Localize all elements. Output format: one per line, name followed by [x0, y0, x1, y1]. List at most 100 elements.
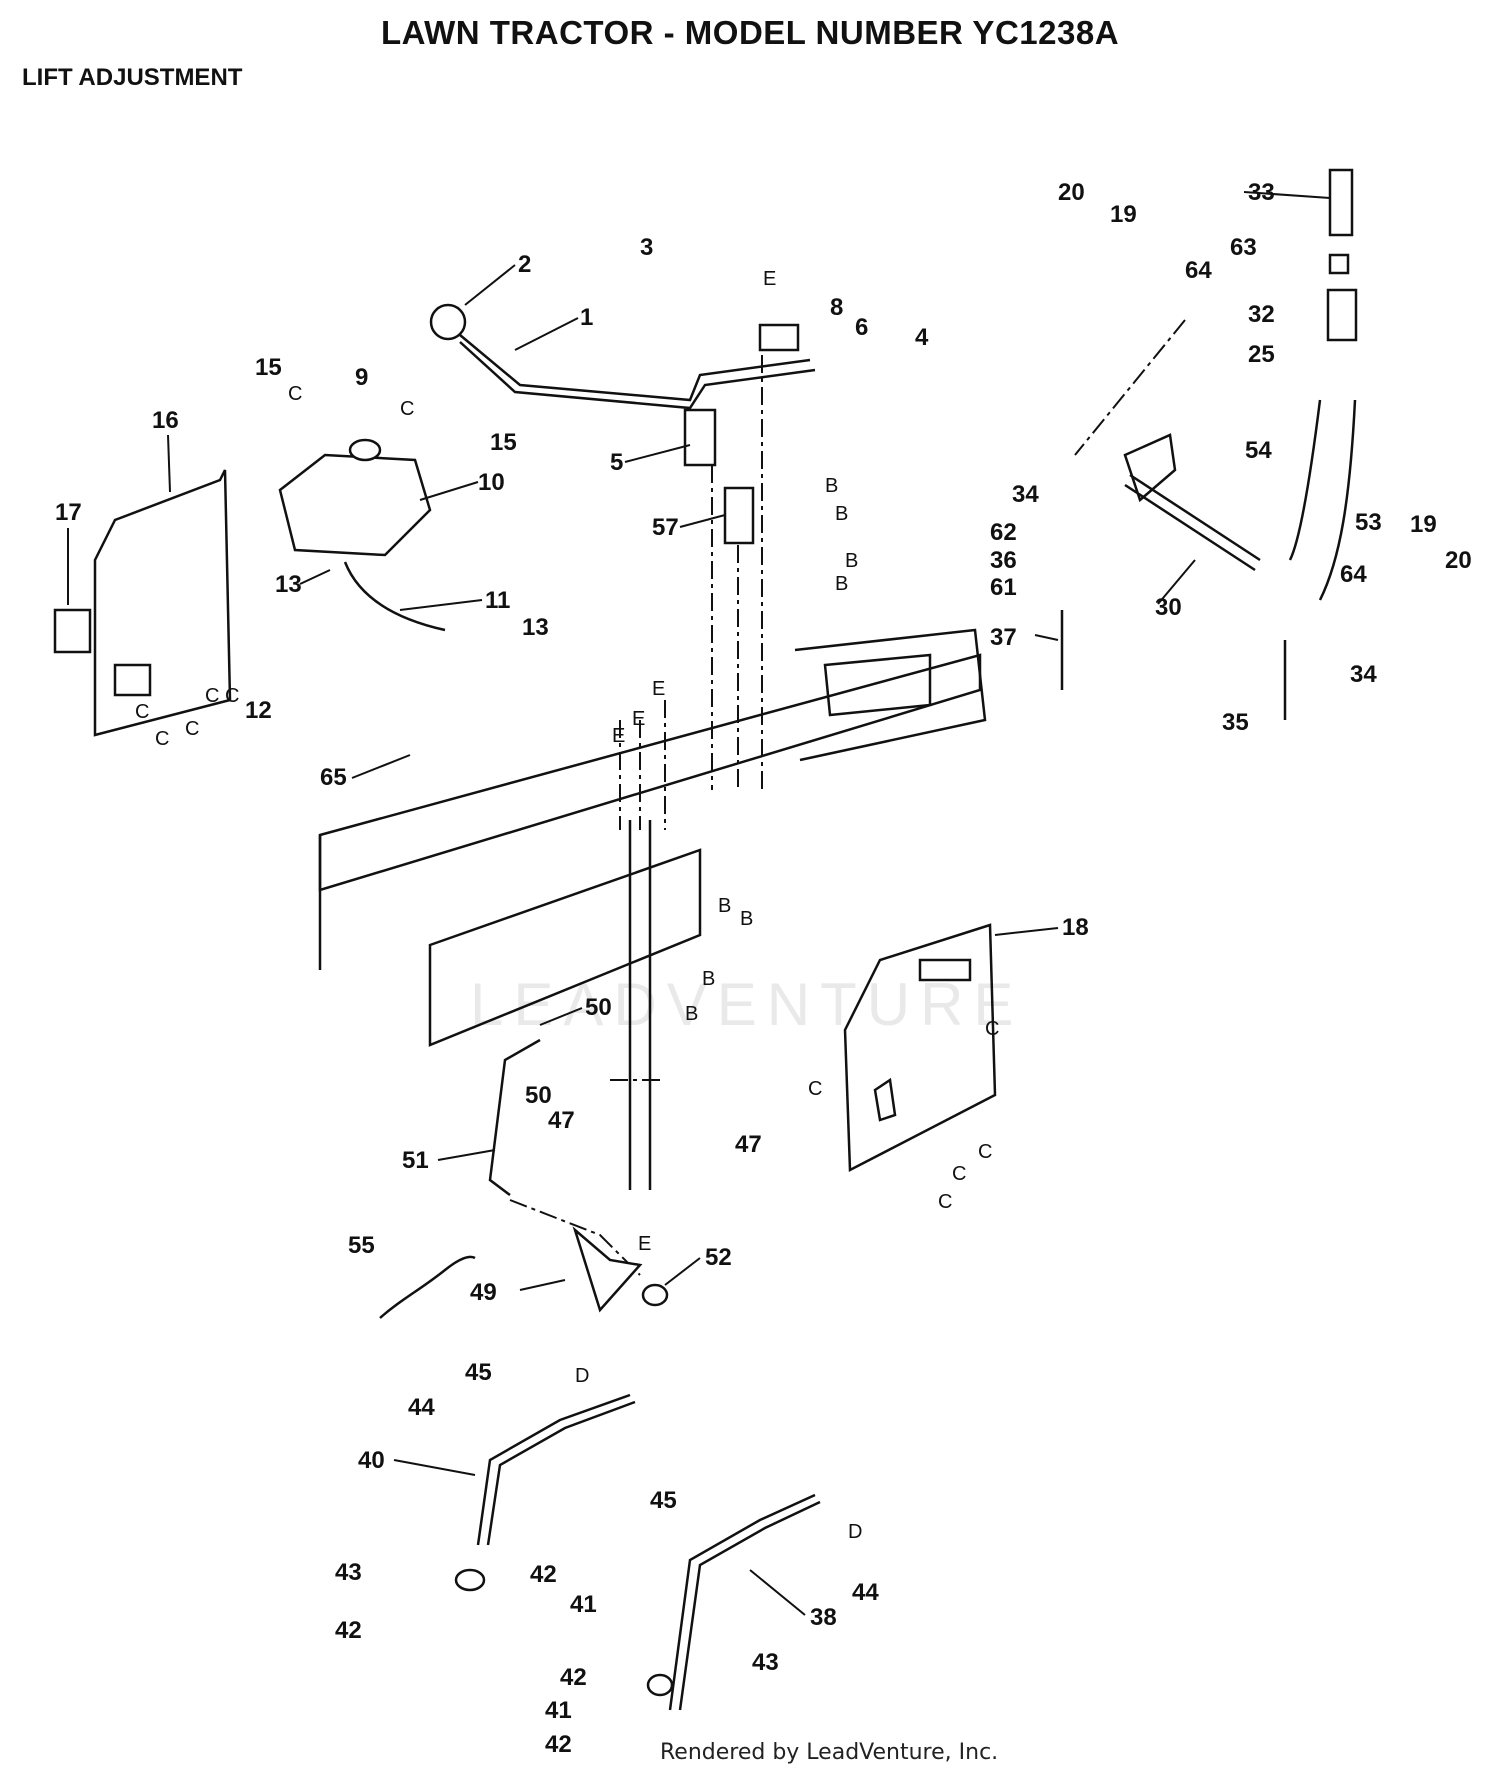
callout-37: 37	[990, 624, 1017, 651]
callout-40: 40	[358, 1447, 385, 1474]
ref-e-2: E	[632, 708, 645, 730]
reference-letters: E B B B B C C C C C C C E E E B B B B C …	[135, 268, 999, 1543]
ref-c-6: C	[205, 685, 219, 707]
callout-3: 3	[640, 234, 653, 261]
ref-e-1: E	[612, 725, 625, 747]
callout-50a: 50	[585, 994, 612, 1021]
lift-shaft-assembly	[1060, 168, 1358, 720]
callout-54: 54	[1245, 437, 1272, 464]
ref-c-8: C	[985, 1018, 999, 1040]
callout-20a: 20	[1058, 179, 1085, 206]
callout-34b: 34	[1350, 661, 1377, 688]
ref-b-8: B	[685, 1003, 698, 1025]
callout-12: 12	[245, 697, 272, 724]
left-side-panel	[53, 469, 232, 737]
callout-47b: 47	[735, 1131, 762, 1158]
callout-38: 38	[810, 1604, 837, 1631]
callout-45a: 45	[465, 1359, 492, 1386]
callout-52: 52	[705, 1244, 732, 1271]
callout-64b: 64	[1340, 561, 1367, 588]
ref-b-6: B	[740, 908, 753, 930]
callout-9: 9	[355, 364, 368, 391]
leader-lines	[67, 191, 1331, 1616]
callout-64a: 64	[1185, 257, 1212, 284]
callout-15a: 15	[255, 354, 282, 381]
callout-6: 6	[855, 314, 868, 341]
ref-e-top: E	[763, 268, 776, 290]
callout-42b: 42	[335, 1617, 362, 1644]
right-side-panel	[843, 923, 997, 1173]
ref-c-11: C	[952, 1163, 966, 1185]
callout-44b: 44	[852, 1579, 879, 1606]
callout-11: 11	[485, 587, 510, 614]
callout-63: 63	[1230, 234, 1257, 261]
callout-45b: 45	[650, 1487, 677, 1514]
callout-42c: 42	[560, 1664, 587, 1691]
ref-d-2: D	[848, 1521, 862, 1543]
callout-2: 2	[518, 251, 531, 278]
callout-15b: 15	[490, 429, 517, 456]
ref-c-4: C	[155, 728, 169, 750]
ref-c-2: C	[400, 398, 414, 420]
callout-1: 1	[580, 304, 593, 331]
callout-19b: 19	[1410, 511, 1437, 538]
callout-20b: 20	[1445, 547, 1472, 574]
ref-c-3: C	[135, 701, 149, 723]
callout-44a: 44	[408, 1394, 435, 1421]
callout-47a: 47	[548, 1107, 575, 1134]
callout-49: 49	[470, 1279, 497, 1306]
chassis-frame	[318, 628, 987, 1047]
ref-c-7: C	[225, 685, 239, 707]
callout-41b: 41	[545, 1697, 572, 1724]
callout-19a: 19	[1110, 201, 1137, 228]
ref-c-1: C	[288, 383, 302, 405]
callout-13a: 13	[275, 571, 302, 598]
ref-b-7: B	[702, 968, 715, 990]
callout-43b: 43	[752, 1649, 779, 1676]
callout-8: 8	[830, 294, 843, 321]
lift-lever	[429, 303, 816, 545]
ref-d-1: D	[575, 1365, 589, 1387]
callout-65: 65	[320, 764, 347, 791]
ref-e-4: E	[638, 1233, 651, 1255]
ref-b-2: B	[835, 503, 848, 525]
lift-link-rod	[488, 1038, 641, 1276]
callout-32: 32	[1248, 301, 1275, 328]
callout-53: 53	[1355, 509, 1382, 536]
callout-57: 57	[652, 514, 679, 541]
callout-17: 17	[55, 499, 82, 526]
callout-16: 16	[152, 407, 179, 434]
callout-41a: 41	[570, 1591, 597, 1618]
diagram-title: LAWN TRACTOR - MODEL NUMBER YC1238A	[380, 14, 1120, 51]
callout-5: 5	[610, 449, 623, 476]
fuel-tank	[278, 438, 446, 632]
callout-30: 30	[1155, 594, 1182, 621]
ref-c-9: C	[808, 1078, 822, 1100]
lift-rods	[610, 355, 763, 1190]
ref-c-5: C	[185, 718, 199, 740]
callout-25: 25	[1248, 341, 1275, 368]
callout-36: 36	[990, 547, 1017, 574]
callout-55: 55	[348, 1232, 375, 1259]
ref-b-5: B	[718, 895, 731, 917]
callout-34a: 34	[1012, 481, 1039, 508]
section-subtitle: LIFT ADJUSTMENT	[22, 64, 243, 91]
render-credit: Rendered by LeadVenture, Inc.	[660, 1740, 999, 1765]
callout-35: 35	[1222, 709, 1249, 736]
callout-50b: 50	[525, 1082, 552, 1109]
callout-42d: 42	[545, 1731, 572, 1758]
ref-b-4: B	[835, 573, 848, 595]
callout-13b: 13	[522, 614, 549, 641]
callout-43a: 43	[335, 1559, 362, 1586]
watermark-text: LEADVENTURE	[470, 971, 1023, 1038]
callout-10: 10	[478, 469, 505, 496]
callout-42a: 42	[530, 1561, 557, 1588]
part-callouts: 2 3 1 8 6 4 5 57 9 15 15 10 16 17 13 11 …	[55, 179, 1472, 1758]
callout-51: 51	[402, 1147, 429, 1174]
bellcrank	[379, 1226, 669, 1319]
ref-c-10: C	[978, 1141, 992, 1163]
callout-4: 4	[915, 324, 929, 351]
callout-62: 62	[990, 519, 1017, 546]
lower-link-assemblies	[454, 1393, 821, 1711]
